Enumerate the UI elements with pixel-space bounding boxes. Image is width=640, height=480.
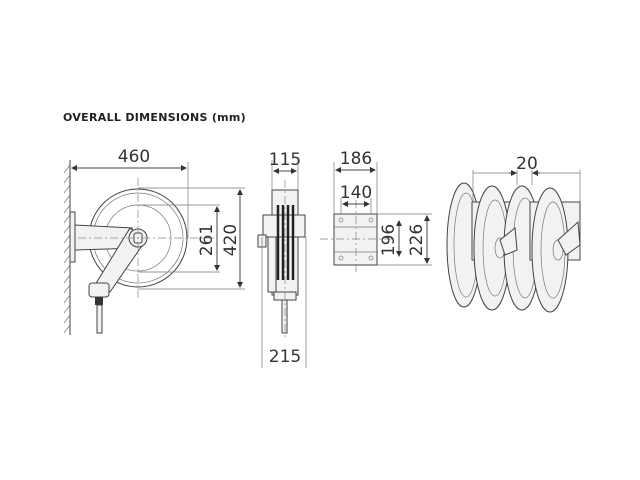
dim-total-depth-label: 215 — [269, 347, 301, 367]
front-view: 460 261 420 — [63, 147, 245, 335]
dim-outer-diameter-label: 420 — [221, 224, 241, 256]
dim-width-label: 460 — [118, 147, 150, 167]
wall-hatch — [63, 164, 71, 334]
dim-depth-label: 115 — [269, 150, 301, 170]
multi-reel-view: 20 — [446, 154, 581, 313]
dim-bracket-height-label: 226 — [407, 224, 427, 256]
dim-inner-diameter-label: 261 — [197, 224, 217, 256]
side-view: 115 215 — [257, 150, 307, 368]
dim-hole-spacing-h-label: 140 — [340, 183, 372, 203]
dim-hole-spacing-v-label: 196 — [379, 224, 399, 256]
dim-bracket-width-label: 186 — [340, 149, 372, 169]
dim-reel-spacing-label: 20 — [516, 154, 538, 174]
page-title: OVERALL DIMENSIONS (mm) — [63, 111, 247, 124]
bracket-view: 186 140 196 226 — [320, 149, 432, 272]
